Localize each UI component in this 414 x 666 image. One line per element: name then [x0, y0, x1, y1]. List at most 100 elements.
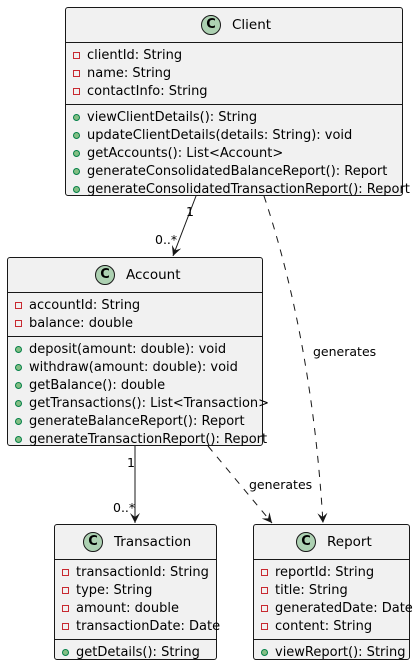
- private-icon: [73, 70, 80, 77]
- edge-client-account: [171, 195, 197, 257]
- class-name: Account: [126, 267, 181, 283]
- attribute-row: transactionId: String: [55, 564, 216, 582]
- method-text: getAccounts(): List<Account>: [87, 146, 284, 161]
- account-transaction-target-multiplicity: 0..*: [113, 500, 136, 515]
- account-report-label: generates: [249, 477, 313, 492]
- private-icon: [261, 623, 268, 630]
- attribute-text: transactionId: String: [76, 565, 209, 580]
- class-client[interactable]: C Client clientId: String name: String c…: [65, 7, 410, 197]
- class-stereotype-icon: C: [296, 532, 316, 552]
- method-row: deposit(amount: double): void: [8, 341, 262, 359]
- attribute-text: content: String: [275, 619, 373, 634]
- attribute-row: title: String: [254, 582, 409, 600]
- public-icon: [261, 649, 268, 656]
- methods-section: viewClientDetails(): String updateClient…: [66, 104, 410, 202]
- attribute-text: clientId: String: [87, 48, 183, 63]
- class-stereotype-icon: C: [95, 265, 115, 285]
- public-icon: [15, 400, 22, 407]
- method-text: viewClientDetails(): String: [87, 110, 258, 125]
- class-report[interactable]: C Report reportId: String title: String …: [253, 524, 413, 660]
- class-transaction[interactable]: C Transaction transactionId: String type…: [54, 524, 220, 662]
- method-text: generateConsolidatedBalanceReport(): Rep…: [87, 164, 388, 179]
- class-account[interactable]: C Account accountId: String balance: dou…: [7, 257, 269, 449]
- method-row: viewClientDetails(): String: [66, 109, 402, 127]
- attributes-section: accountId: String balance: double: [8, 292, 262, 336]
- public-icon: [73, 132, 80, 139]
- method-row: generateBalanceReport(): Report: [8, 413, 262, 431]
- method-text: generateBalanceReport(): Report: [29, 414, 245, 429]
- attribute-text: reportId: String: [275, 565, 375, 580]
- attributes-section: clientId: String name: String contactInf…: [66, 42, 402, 104]
- method-text: generateConsolidatedTransactionReport():…: [87, 182, 410, 197]
- attribute-row: generatedDate: Date: [254, 600, 413, 618]
- method-row: generateTransactionReport(): Report: [8, 431, 267, 449]
- attributes-section: reportId: String title: String generated…: [254, 559, 413, 639]
- class-name: Client: [232, 17, 272, 33]
- attribute-row: content: String: [254, 618, 409, 636]
- method-row: generateConsolidatedBalanceReport(): Rep…: [66, 163, 402, 181]
- class-header: C Client: [66, 8, 402, 42]
- method-text: getDetails(): String: [76, 645, 200, 660]
- attribute-row: amount: double: [55, 600, 216, 618]
- public-icon: [15, 418, 22, 425]
- attribute-row: accountId: String: [8, 297, 262, 315]
- attribute-text: name: String: [87, 66, 172, 81]
- attribute-text: balance: double: [29, 316, 133, 331]
- method-text: withdraw(amount: double): void: [29, 360, 238, 375]
- private-icon: [261, 569, 268, 576]
- class-stereotype-icon: C: [201, 15, 221, 35]
- public-icon: [73, 168, 80, 175]
- method-row: generateConsolidatedTransactionReport():…: [66, 181, 410, 199]
- public-icon: [73, 114, 80, 121]
- attributes-section: transactionId: String type: String amoun…: [55, 559, 220, 639]
- public-icon: [73, 186, 80, 193]
- method-row: viewReport(): String: [254, 644, 409, 662]
- private-icon: [15, 302, 22, 309]
- method-text: deposit(amount: double): void: [29, 342, 227, 357]
- client-account-source-multiplicity: 1: [186, 204, 194, 219]
- private-icon: [73, 52, 80, 59]
- method-row: getTransactions(): List<Transaction>: [8, 395, 269, 413]
- class-header: C Transaction: [55, 525, 216, 559]
- private-icon: [15, 320, 22, 327]
- edge-client-report: [263, 195, 328, 524]
- public-icon: [15, 382, 22, 389]
- method-row: updateClientDetails(details: String): vo…: [66, 127, 402, 145]
- client-report-label: generates: [313, 344, 377, 359]
- attribute-row: reportId: String: [254, 564, 409, 582]
- methods-section: viewReport(): String: [254, 639, 409, 665]
- class-header: C Account: [8, 258, 262, 292]
- attribute-text: amount: double: [76, 601, 179, 616]
- private-icon: [261, 605, 268, 612]
- attribute-row: clientId: String: [66, 47, 402, 65]
- method-text: getTransactions(): List<Transaction>: [29, 396, 270, 411]
- attribute-text: generatedDate: Date: [275, 601, 413, 616]
- attribute-row: name: String: [66, 65, 402, 83]
- private-icon: [62, 605, 69, 612]
- method-row: getAccounts(): List<Account>: [66, 145, 402, 163]
- account-transaction-source-multiplicity: 1: [127, 455, 135, 470]
- attribute-row: balance: double: [8, 315, 262, 333]
- private-icon: [261, 587, 268, 594]
- attribute-text: transactionDate: Date: [76, 619, 221, 634]
- private-icon: [62, 587, 69, 594]
- public-icon: [15, 436, 22, 443]
- method-row: getDetails(): String: [55, 644, 216, 662]
- attribute-text: accountId: String: [29, 298, 141, 313]
- public-icon: [62, 649, 69, 656]
- class-name: Report: [327, 534, 372, 550]
- method-row: getBalance(): double: [8, 377, 262, 395]
- method-text: viewReport(): String: [275, 645, 406, 660]
- method-text: updateClientDetails(details: String): vo…: [87, 128, 353, 143]
- edge-account-report: [207, 445, 273, 524]
- method-text: getBalance(): double: [29, 378, 166, 393]
- private-icon: [73, 88, 80, 95]
- public-icon: [73, 150, 80, 157]
- attribute-text: contactInfo: String: [87, 84, 208, 99]
- attribute-row: type: String: [55, 582, 216, 600]
- class-stereotype-icon: C: [83, 532, 103, 552]
- client-account-target-multiplicity: 0..*: [155, 232, 178, 247]
- public-icon: [15, 364, 22, 371]
- attribute-text: type: String: [76, 583, 153, 598]
